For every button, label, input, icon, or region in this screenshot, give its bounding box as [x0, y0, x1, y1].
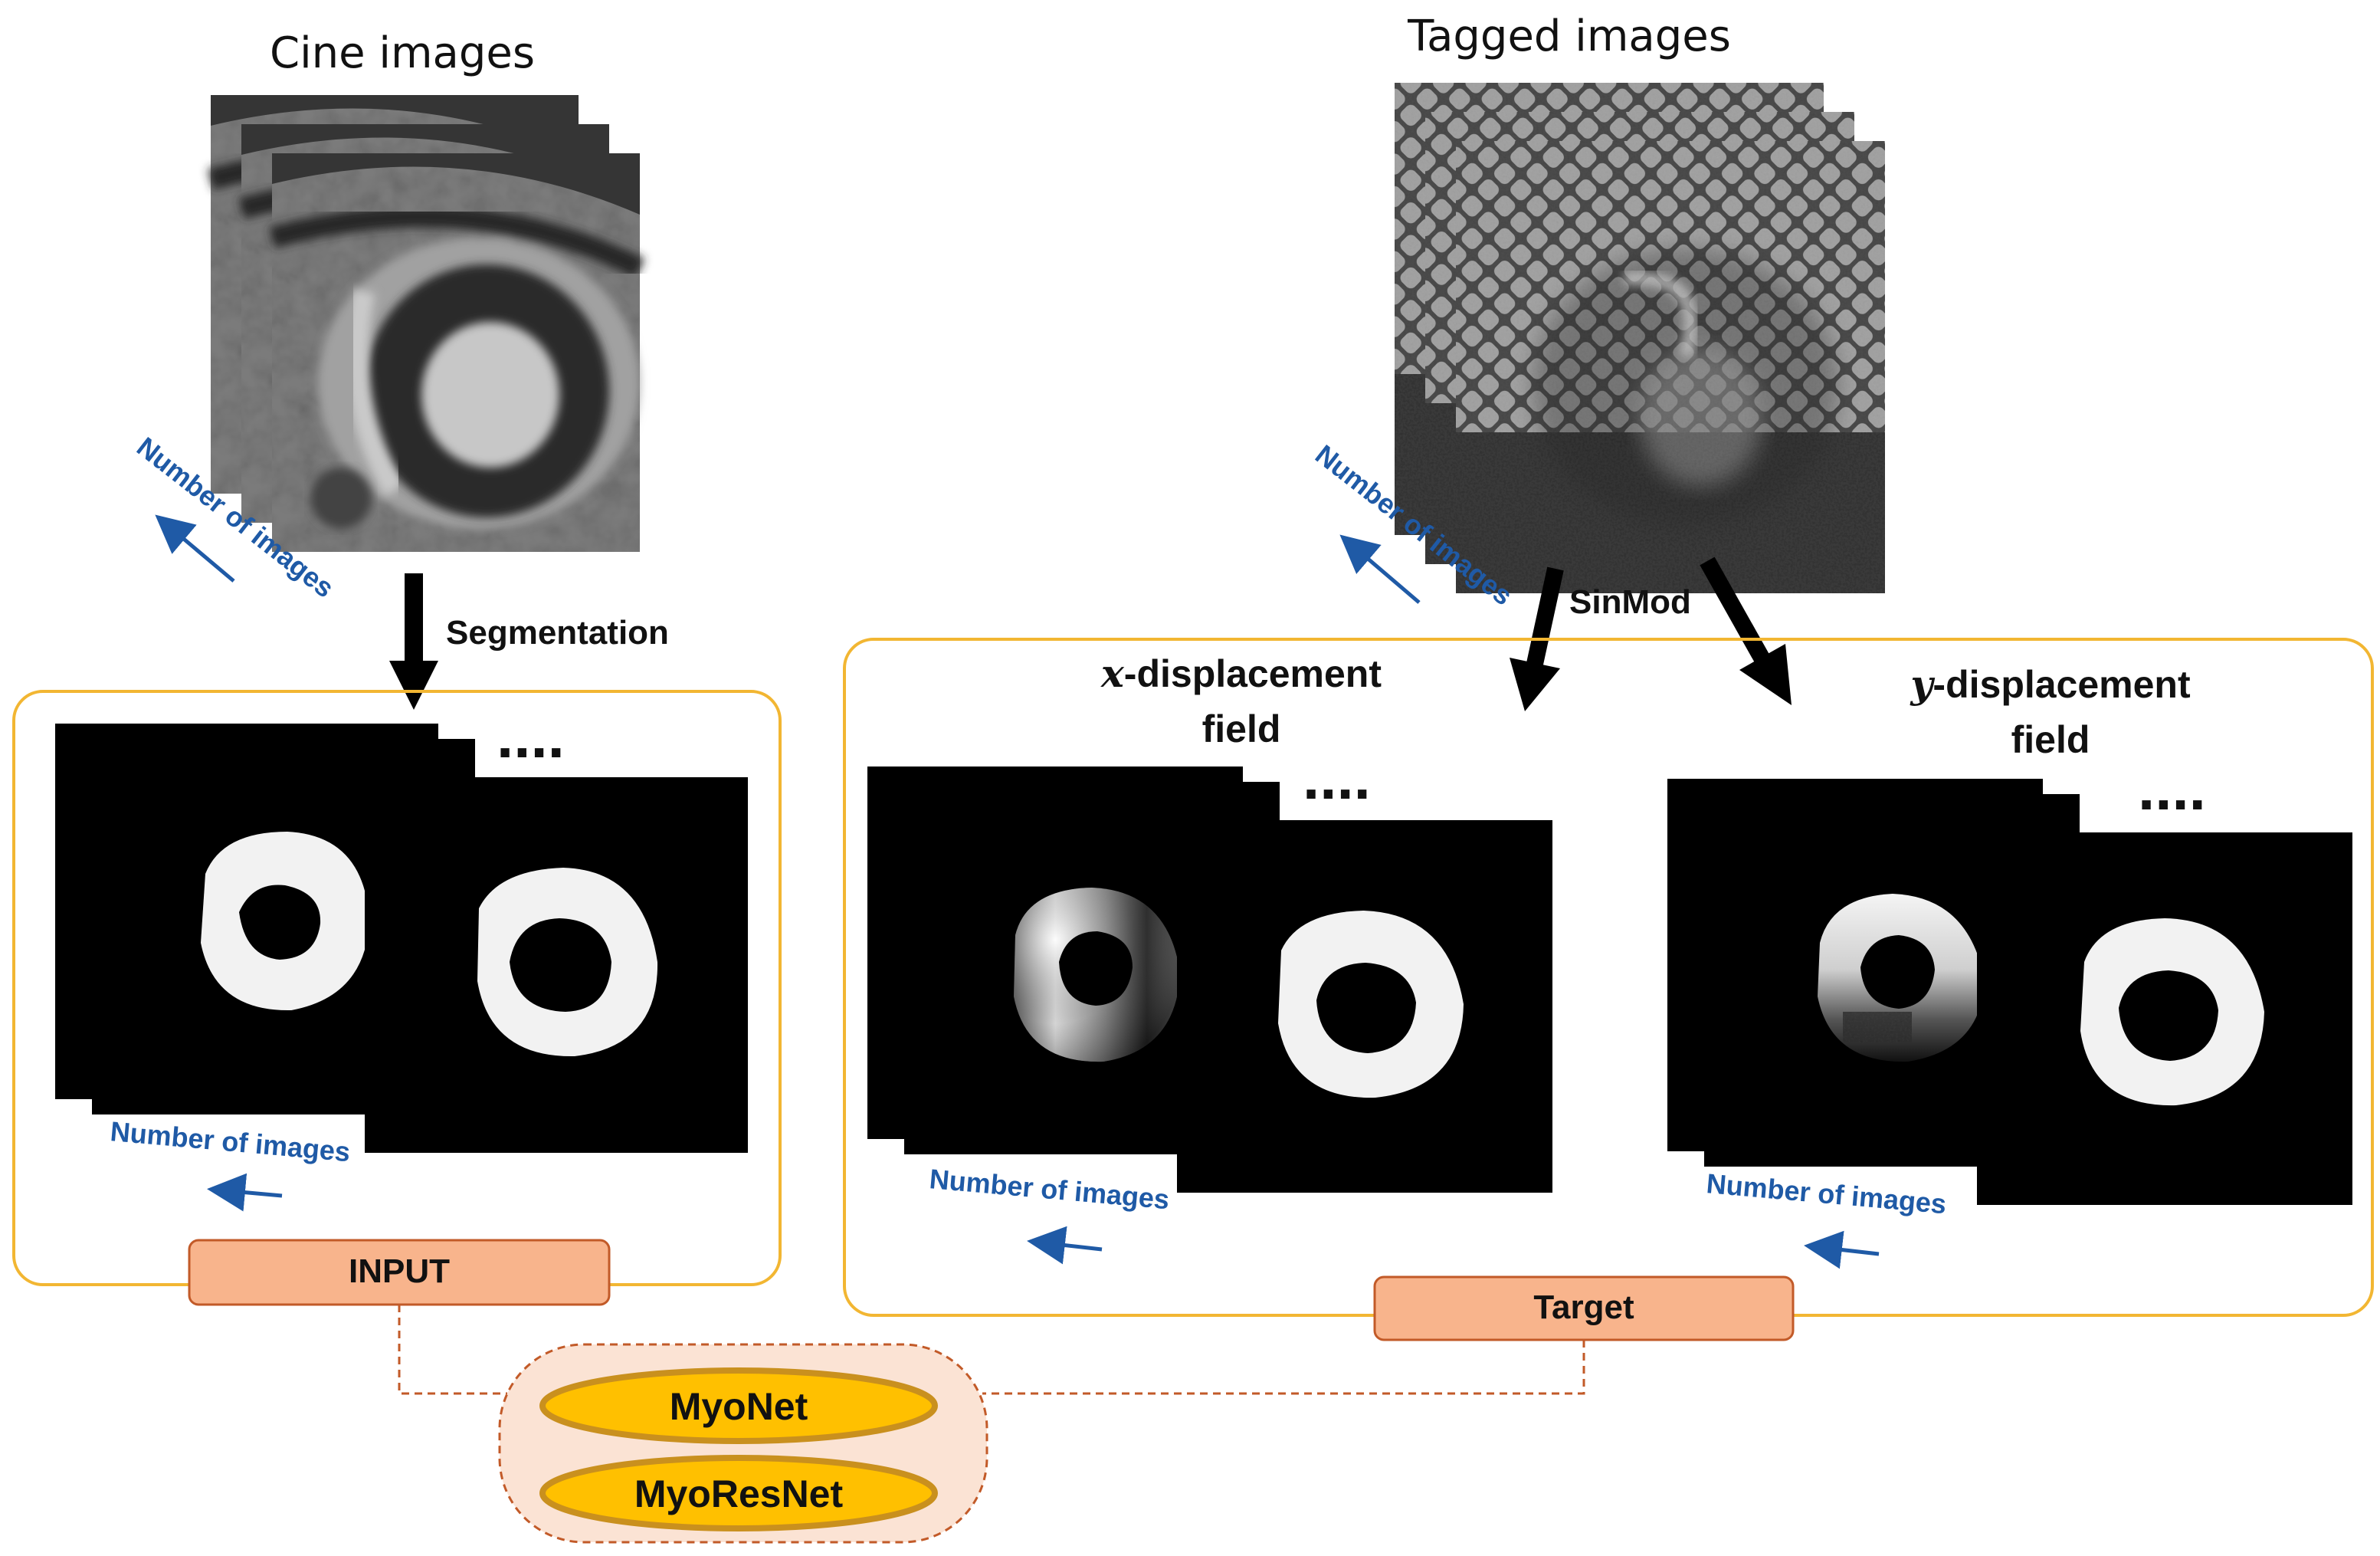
- y-displacement-title-line2: field: [2011, 718, 2090, 761]
- arrow-down-icon: [1739, 644, 1792, 705]
- x-displacement-title-line2: field: [1202, 707, 1281, 750]
- x-displacement-stack: [867, 767, 1552, 1193]
- segmentation-arrow: [389, 573, 438, 710]
- y-displacement-stack: [1667, 779, 2352, 1205]
- segmentation-label: Segmentation: [446, 614, 669, 652]
- input-connector: [398, 1305, 507, 1395]
- x-displacement-title: x-displacement: [1100, 651, 1382, 696]
- count-label: Number of images: [1705, 1167, 1947, 1220]
- more-frames-ellipsis: ....: [1303, 744, 1371, 812]
- myonet-label: MyoNet: [670, 1385, 808, 1428]
- tagged-image-stack: [1395, 83, 1885, 593]
- dashed-connectors: [398, 1305, 1585, 1395]
- count-label: Number of images: [109, 1115, 351, 1167]
- target-connector: [982, 1340, 1585, 1395]
- cine-images-title: Cine images: [270, 28, 535, 78]
- y-displacement-title: y-displacement: [1910, 661, 2191, 707]
- tagged-images-title: Tagged images: [1407, 11, 1731, 61]
- count-arrow-icon: [1027, 1226, 1103, 1265]
- arrow-down-icon: [389, 661, 438, 710]
- count-arrow-icon: [207, 1173, 283, 1212]
- count-indicator-y: Number of images: [1705, 1167, 1948, 1269]
- count-arrow-icon: [1804, 1230, 1880, 1269]
- input-label: INPUT: [349, 1252, 450, 1290]
- cine-image-stack: [211, 95, 640, 552]
- arrow-down-icon: [1510, 658, 1560, 711]
- sinmod-label: SinMod: [1569, 583, 1691, 621]
- myoresnet-node: MyoResNet: [539, 1455, 938, 1531]
- count-arrow-icon: [155, 514, 235, 583]
- myoresnet-label: MyoResNet: [634, 1472, 844, 1515]
- more-frames-ellipsis: ....: [2138, 754, 2206, 822]
- segmentation-mask-stack: [55, 724, 748, 1153]
- myonet-node: MyoNet: [539, 1367, 938, 1444]
- count-indicator-x: Number of images: [928, 1163, 1171, 1265]
- sinmod-arrow-left: [1510, 566, 1564, 711]
- count-label: Number of images: [928, 1163, 1170, 1215]
- target-label: Target: [1533, 1288, 1634, 1326]
- sinmod-arrow-right: [1700, 556, 1792, 705]
- count-arrow-icon: [1339, 534, 1421, 604]
- more-frames-ellipsis: ....: [497, 702, 565, 770]
- count-indicator-input: Number of images: [109, 1115, 352, 1212]
